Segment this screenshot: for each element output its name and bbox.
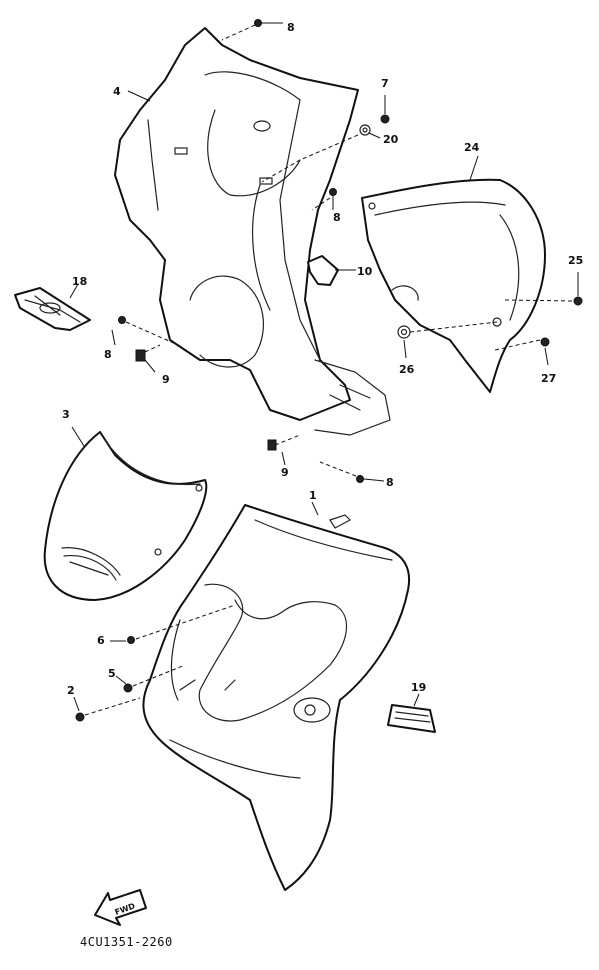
callout-8: 8 [287, 21, 295, 34]
callout-8: 8 [333, 211, 341, 224]
callout-25: 25 [568, 254, 583, 267]
callout-18: 18 [72, 275, 87, 288]
callout-8: 8 [386, 476, 394, 489]
callout-6: 6 [97, 634, 105, 647]
callout-20: 20 [383, 133, 399, 146]
callout-2: 2 [67, 684, 75, 697]
clip-part-10 [307, 255, 339, 286]
callout-labels: 8 4 7 20 24 8 25 10 18 8 9 26 27 3 9 8 1… [62, 21, 583, 697]
callout-7: 7 [381, 77, 389, 90]
front-shield-part-1 [142, 504, 410, 891]
callout-19: 19 [411, 681, 426, 694]
callout-24: 24 [464, 141, 480, 154]
callout-9: 9 [162, 373, 170, 386]
callout-26: 26 [399, 363, 415, 376]
fwd-arrow-icon: FWD [94, 889, 147, 926]
gasket-part-18 [14, 287, 91, 331]
diagram-code: 4CU1351-2260 [80, 935, 173, 949]
front-cover-part-3 [43, 431, 208, 601]
callout-4: 4 [113, 85, 121, 98]
callout-27: 27 [541, 372, 556, 385]
leader-lines [69, 22, 579, 716]
callout-10: 10 [357, 265, 373, 278]
inner-panel-part-4 [114, 27, 391, 436]
callout-1: 1 [309, 489, 317, 502]
callout-5: 5 [108, 667, 116, 680]
callout-8: 8 [104, 348, 112, 361]
side-cover-part-24 [361, 178, 546, 393]
callout-3: 3 [62, 408, 70, 421]
callout-9: 9 [281, 466, 289, 479]
emblem-part-19 [387, 704, 436, 733]
